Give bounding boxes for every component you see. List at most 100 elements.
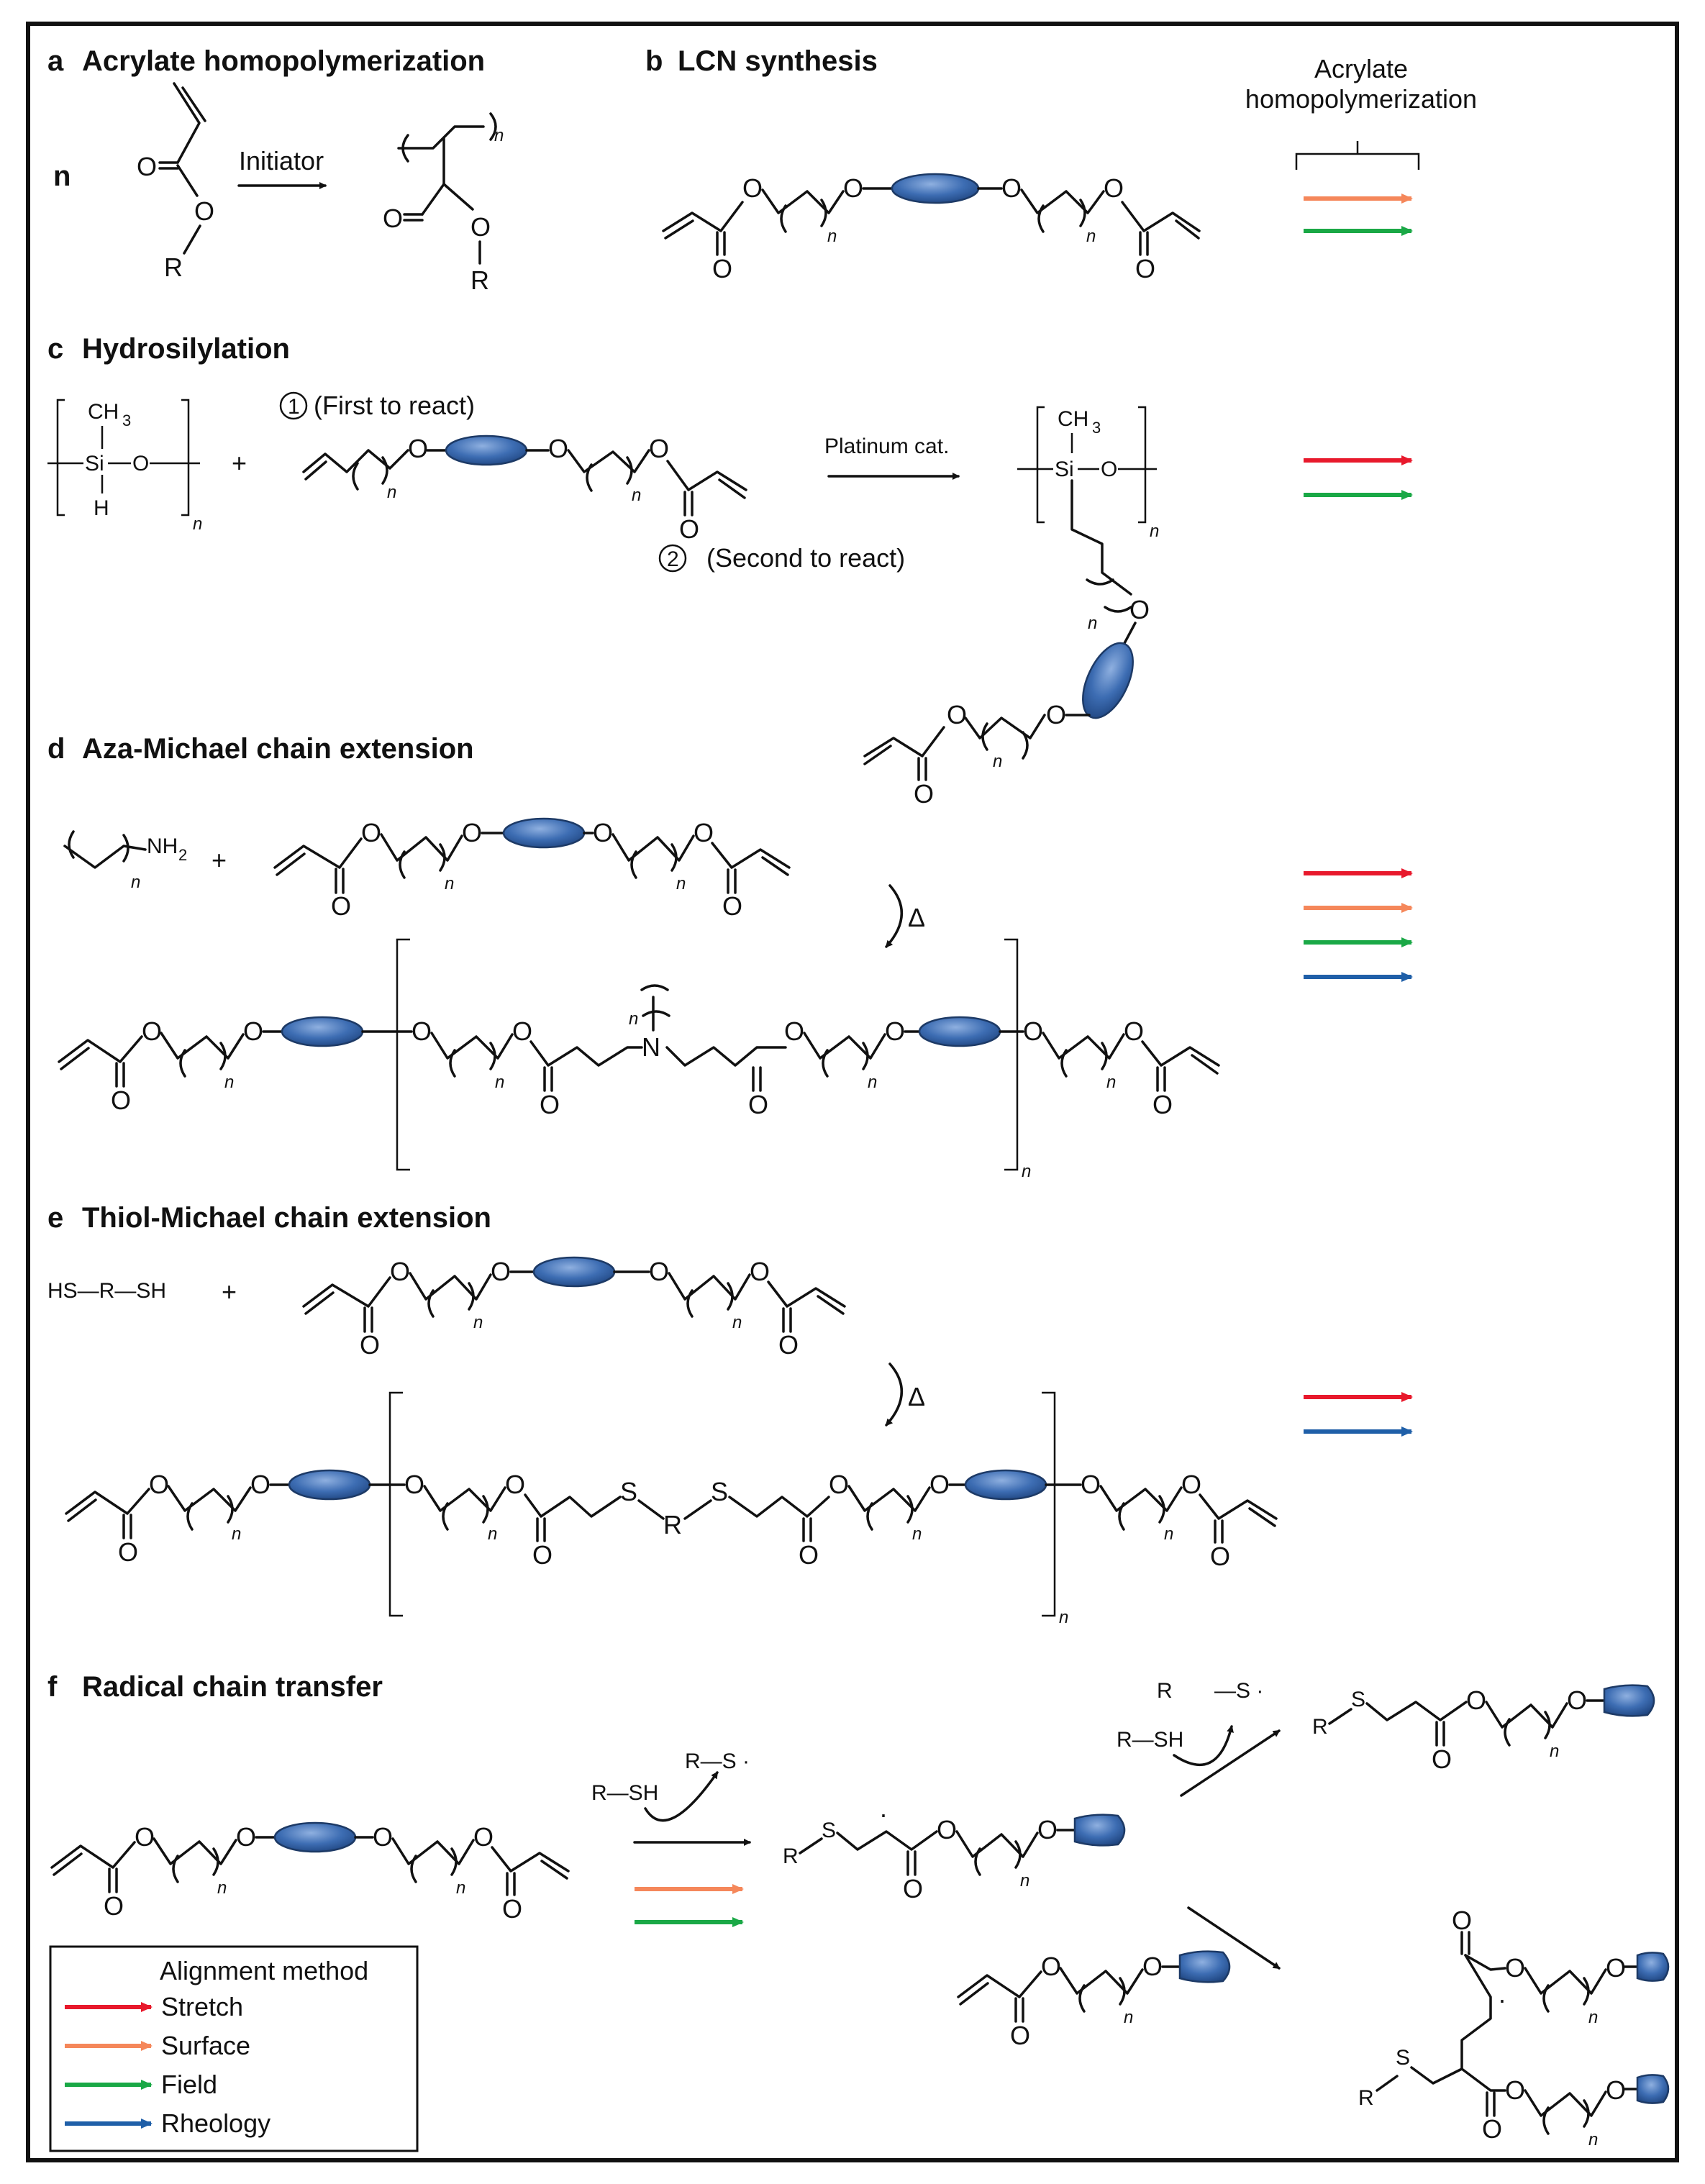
panel-e-title: Thiol-Michael chain extension (82, 1202, 491, 1234)
svg-text:O: O (750, 1257, 770, 1286)
svg-text:·: · (1498, 1985, 1506, 2014)
svg-text:O: O (1505, 2075, 1525, 2105)
svg-text:·: · (879, 1799, 888, 1829)
svg-text:+: + (232, 448, 247, 478)
svg-text:O: O (937, 1815, 957, 1844)
svg-text:+: + (212, 845, 227, 875)
svg-text:R: R (1312, 1715, 1328, 1739)
svg-text:n: n (224, 1073, 234, 1092)
svg-text:O: O (104, 1891, 124, 1921)
mesogen-ellipse-icon (964, 1469, 1047, 1501)
circled-number-icon (658, 544, 687, 573)
svg-text:O: O (373, 1822, 393, 1852)
svg-text:S: S (711, 1477, 728, 1506)
svg-text:CH: CH (1058, 407, 1088, 431)
panel-f-letter: f (47, 1671, 58, 1703)
svg-text:O: O (491, 1257, 511, 1286)
mesogen-fragment-icon (1636, 2074, 1670, 2104)
svg-text:n: n (1022, 1162, 1031, 1181)
svg-text:O: O (1210, 1542, 1230, 1571)
mesogen-fragment-icon (1178, 1950, 1231, 1983)
panel-f: f Radical chain transfer O O n O O n O O… (47, 1671, 1670, 2149)
mesogen-ellipse-icon (532, 1256, 616, 1288)
svg-text:O: O (799, 1540, 819, 1570)
svg-text:O: O (502, 1894, 522, 1924)
mesogen-ellipse-icon (891, 173, 980, 204)
legend-item-rheology: Rheology (161, 2108, 270, 2138)
svg-text:n: n (676, 874, 686, 893)
heat-symbol: Δ (908, 1382, 925, 1411)
figure-frame: a Acrylate homopolymerization n O O R In… (26, 22, 1679, 2162)
thiyl-radical: —S · (1214, 1679, 1263, 1703)
svg-text:O: O (947, 700, 967, 729)
svg-text:O: O (390, 1257, 410, 1286)
arrow-icon (885, 884, 904, 948)
mesogen-ellipse-icon (445, 434, 528, 466)
svg-text:O: O (885, 1016, 905, 1046)
mesogen-ellipse-icon (281, 1016, 364, 1047)
mesogen-fragment-icon (1636, 1952, 1670, 1982)
panel-e: e Thiol-Michael chain extension HS—R—SH … (47, 1202, 1413, 1627)
arrow-icon (885, 1362, 904, 1427)
svg-text:n: n (1164, 1524, 1173, 1544)
svg-text:n: n (217, 1878, 227, 1898)
arrow-icon (1180, 1729, 1281, 1797)
svg-text:O: O (408, 434, 428, 463)
svg-text:n: n (732, 1313, 742, 1332)
svg-text:O: O (929, 1470, 950, 1499)
svg-text:O: O (829, 1470, 849, 1499)
legend: Alignment method Stretch Surface Field R… (49, 1945, 419, 2152)
bracket-icon (1295, 153, 1420, 170)
svg-text:O: O (903, 1874, 923, 1903)
svg-text:O: O (1606, 1953, 1626, 1983)
svg-text:2: 2 (667, 547, 679, 571)
svg-text:O: O (712, 254, 732, 283)
svg-text:+: + (222, 1277, 237, 1306)
legend-item-stretch: Stretch (161, 1992, 243, 2021)
svg-text:O: O (1466, 1685, 1486, 1715)
svg-text:O: O (532, 1540, 553, 1570)
svg-text:O: O (137, 152, 157, 181)
svg-text:O: O (843, 173, 863, 203)
svg-text:O: O (1010, 2021, 1030, 2050)
svg-text:O: O (742, 173, 763, 203)
svg-text:O: O (243, 1016, 263, 1046)
svg-text:n: n (1588, 2008, 1598, 2027)
legend-item-field: Field (161, 2070, 217, 2099)
panel-d: d Aza-Michael chain extension n NH 2 + O… (47, 733, 1413, 1181)
mesogen-ellipse-icon (502, 817, 586, 849)
bracket-icon (388, 1391, 403, 1617)
dithiol-label: HS—R—SH (47, 1279, 166, 1303)
svg-text:O: O (914, 779, 934, 809)
svg-text:n: n (1020, 1871, 1029, 1890)
svg-text:n: n (495, 1073, 504, 1092)
svg-text:O: O (111, 1086, 131, 1115)
svg-text:O: O (1181, 1470, 1201, 1499)
svg-text:O: O (722, 891, 742, 921)
svg-text:O: O (1041, 1952, 1061, 1981)
svg-text:O: O (1142, 1952, 1163, 1981)
panel-c-letter: c (47, 333, 63, 365)
svg-text:n: n (1059, 1608, 1068, 1627)
svg-text:NH: NH (147, 834, 178, 858)
svg-text:3: 3 (1092, 419, 1101, 437)
svg-text:R: R (783, 1844, 799, 1868)
svg-text:N: N (642, 1032, 660, 1062)
homopolymerization-header-line1: Acrylate (1314, 54, 1408, 83)
panel-c: c Hydrosilylation n CH 3 Si O H + 1 (Fir… (47, 333, 1413, 809)
svg-text:n: n (827, 227, 837, 246)
svg-text:O: O (649, 1257, 669, 1286)
svg-text:n: n (456, 1878, 465, 1898)
diagram-canvas: a Acrylate homopolymerization n O O R In… (47, 45, 1670, 2152)
svg-text:O: O (1129, 595, 1150, 624)
mesogen-ellipse-icon (288, 1469, 371, 1501)
svg-text:R: R (470, 265, 489, 295)
svg-text:n: n (488, 1524, 497, 1544)
svg-text:O: O (473, 1822, 494, 1852)
svg-text:O: O (1046, 700, 1066, 729)
svg-text:R: R (1157, 1679, 1173, 1703)
panel-c-title: Hydrosilylation (82, 333, 290, 365)
svg-text:n: n (1086, 227, 1096, 246)
svg-text:R: R (663, 1510, 682, 1539)
mesogen-ellipse-icon (1082, 642, 1134, 719)
